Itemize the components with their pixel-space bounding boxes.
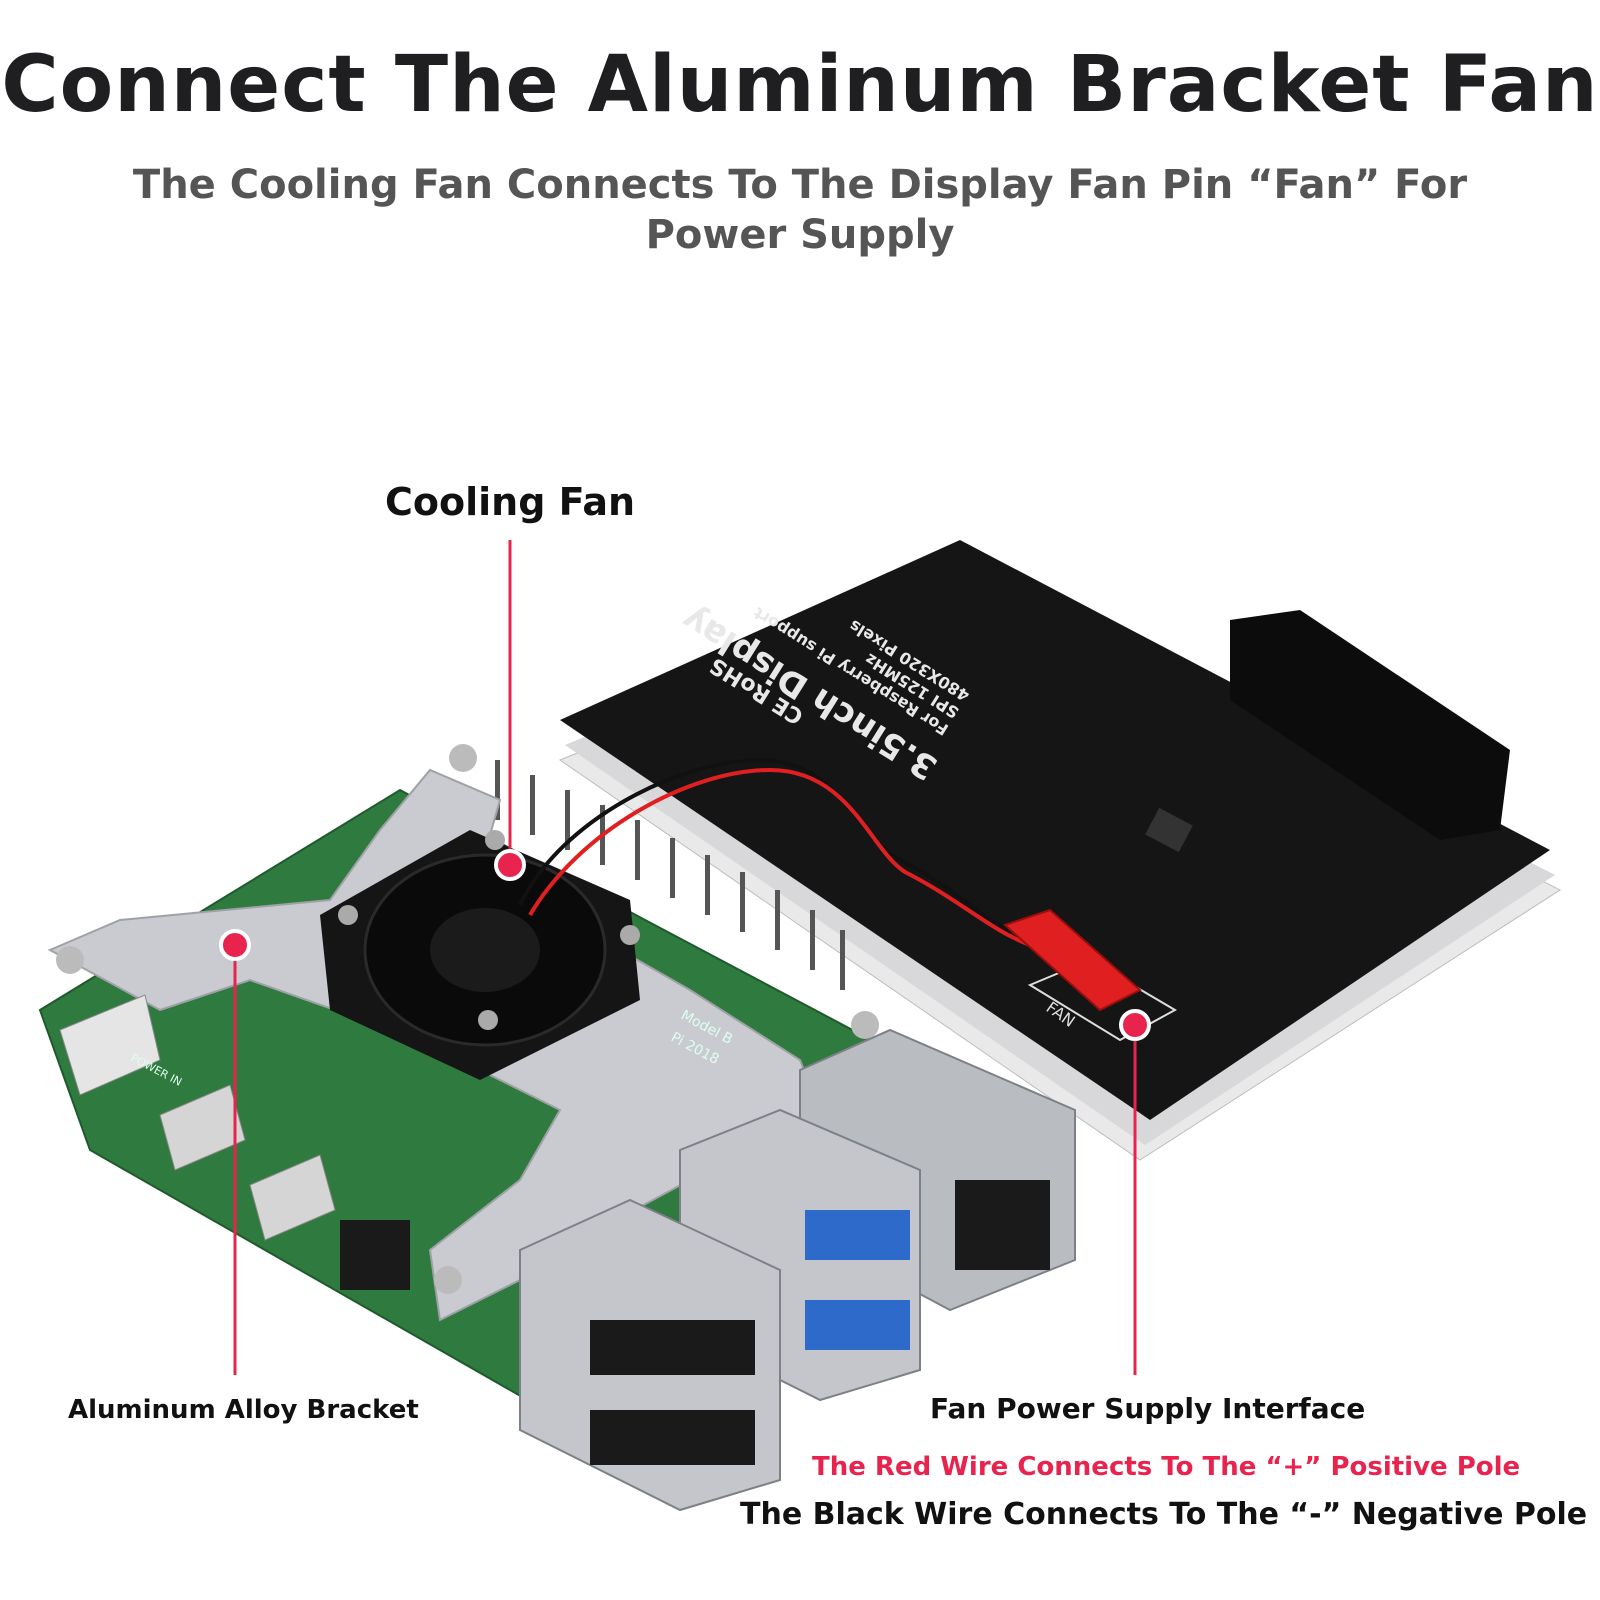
usb2-socket bbox=[590, 1410, 755, 1465]
black-wire bbox=[518, 757, 1021, 937]
page-subtitle: The Cooling Fan Connects To The Display … bbox=[132, 162, 1468, 258]
ethernet-socket bbox=[955, 1180, 1050, 1270]
usb3-blue-tongue bbox=[805, 1300, 910, 1350]
display-pcb bbox=[560, 540, 1550, 1120]
black-wire-note: The Black Wire Connects To The “-” Negat… bbox=[740, 1497, 1588, 1532]
red-wire-note: The Red Wire Connects To The “+” Positiv… bbox=[812, 1452, 1521, 1482]
pi-board: Model B Pi 2018 POWER IN bbox=[38, 744, 1076, 1512]
bracket-marker bbox=[219, 929, 251, 961]
fan-interface-label: Fan Power Supply Interface bbox=[930, 1392, 1366, 1425]
red-jst-connector bbox=[1003, 908, 1142, 1012]
red-wire bbox=[528, 767, 1031, 947]
cooling-fan-marker bbox=[494, 849, 526, 881]
usb-c-port bbox=[59, 994, 161, 1096]
screw bbox=[434, 1266, 462, 1294]
fan-interface-marker bbox=[1119, 1009, 1151, 1041]
page-title: Connect The Aluminum Bracket Fan bbox=[1, 40, 1599, 130]
callout-markers bbox=[219, 540, 1151, 1375]
display-module: FAN 3.5inch Display For Raspberry Pi sup… bbox=[558, 540, 1561, 1161]
micro-hdmi-port bbox=[159, 1084, 246, 1171]
display-ic-chip bbox=[1145, 807, 1193, 853]
screw bbox=[56, 946, 84, 974]
display-pin-header bbox=[1230, 610, 1510, 840]
usb2-socket bbox=[590, 1320, 755, 1375]
micro-hdmi-port bbox=[249, 1154, 336, 1241]
bracket-label: Aluminum Alloy Bracket bbox=[68, 1395, 419, 1425]
cooling-fan bbox=[320, 830, 640, 1080]
screw bbox=[449, 744, 477, 772]
audio-jack bbox=[340, 1220, 410, 1290]
usb3-blue-tongue bbox=[805, 1210, 910, 1260]
cooling-fan-label: Cooling Fan bbox=[385, 480, 636, 524]
screw bbox=[851, 1011, 879, 1039]
